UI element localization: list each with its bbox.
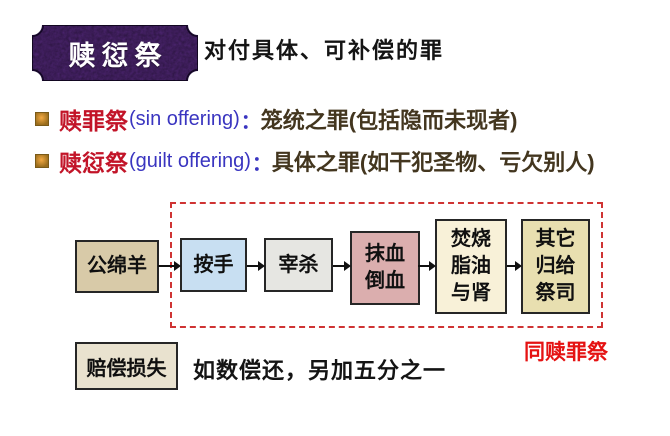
arrow-shaft <box>507 265 515 267</box>
arrow-head-icon <box>344 261 351 271</box>
flow-box-apply-pour-blood: 抹血 倒血 <box>350 231 420 305</box>
bullet1-english: (sin offering) <box>129 107 240 130</box>
flow-box-rest-to-priests: 其它 归给 祭司 <box>521 219 590 314</box>
arrow-shaft <box>333 265 344 267</box>
plaque-shape-icon <box>32 25 198 81</box>
arrow-head-icon <box>174 261 181 271</box>
bullet-square-icon <box>35 112 49 126</box>
compensation-note: 如数偿还，另加五分之一 <box>193 358 447 383</box>
bullet2-colon: ： <box>251 152 272 175</box>
bullet-square-icon <box>35 154 49 168</box>
arrow-shaft <box>247 265 258 267</box>
bullet2-english: (guilt offering) <box>129 149 251 172</box>
arrow-head-icon <box>258 261 265 271</box>
flow-arrow-icon <box>158 261 181 271</box>
banner-title: 赎愆祭 <box>68 40 168 71</box>
flow-arrow-icon <box>333 261 351 271</box>
bullet2-description: 具体之罪(如干犯圣物、亏欠别人) <box>271 150 595 175</box>
arrow-shaft <box>158 265 174 267</box>
bullet1-colon: ： <box>240 110 261 133</box>
bullet1-description: 笼统之罪(包括隐而未现者) <box>260 108 518 133</box>
flow-box-ram: 公绵羊 <box>75 240 159 293</box>
flow-box-slaughter: 宰杀 <box>264 238 333 292</box>
flow-arrow-icon <box>507 261 522 271</box>
arrow-shaft <box>418 265 429 267</box>
group-caption: 同赎罪祭 <box>524 341 608 364</box>
bullet2-term: 赎愆祭 <box>59 150 128 176</box>
arrow-head-icon <box>429 261 436 271</box>
arrow-head-icon <box>515 261 522 271</box>
banner-plaque: 赎愆祭 <box>32 25 198 81</box>
flow-arrow-icon <box>418 261 436 271</box>
bullet-line-guilt-offering: 赎愆祭 (guilt offering) ： 具体之罪(如干犯圣物、亏欠别人) <box>35 146 595 176</box>
compensation-box: 赔偿损失 <box>75 342 178 390</box>
bullet-line-sin-offering: 赎罪祭 (sin offering) ： 笼统之罪(包括隐而未现者) <box>35 104 517 134</box>
flow-box-burn-fat-kidneys: 焚烧 脂油 与肾 <box>435 219 507 314</box>
bullet1-term: 赎罪祭 <box>59 108 128 134</box>
flow-arrow-icon <box>247 261 265 271</box>
page-title: 对付具体、可补偿的罪 <box>204 38 445 63</box>
flow-box-lay-hands: 按手 <box>180 238 247 292</box>
